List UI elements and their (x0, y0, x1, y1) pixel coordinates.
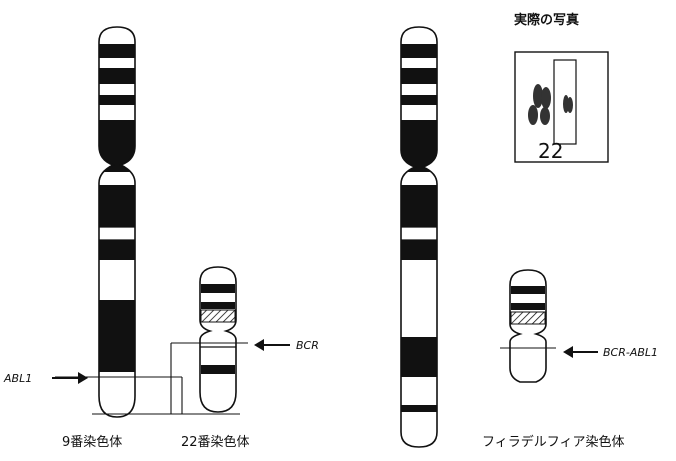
abl1-arrow (52, 372, 88, 384)
derivative-chromosome-9 (400, 26, 438, 448)
bcr-abl1-label: BCR-ABL1 (603, 346, 658, 359)
photo-inset: 22 (514, 51, 609, 163)
photo-number: 22 (538, 139, 563, 163)
bcr-abl1-arrow (563, 346, 598, 358)
photo-title: 実際の写真 (514, 12, 579, 28)
chromosome-22-label: 22番染色体 (181, 434, 250, 450)
chromosome-9 (98, 26, 136, 418)
bcr-arrow (254, 339, 290, 351)
bcr-label: BCR (296, 339, 319, 352)
chromosome-photo (528, 84, 573, 125)
translocation-lines (55, 342, 248, 415)
chromosome-22 (199, 266, 237, 413)
chromosome-9-label: 9番染色体 (62, 434, 122, 450)
philadelphia-chromosome (500, 269, 556, 383)
philadelphia-label: フィラデルフィア染色体 (482, 434, 624, 450)
abl1-label: ABL1 (3, 372, 32, 385)
